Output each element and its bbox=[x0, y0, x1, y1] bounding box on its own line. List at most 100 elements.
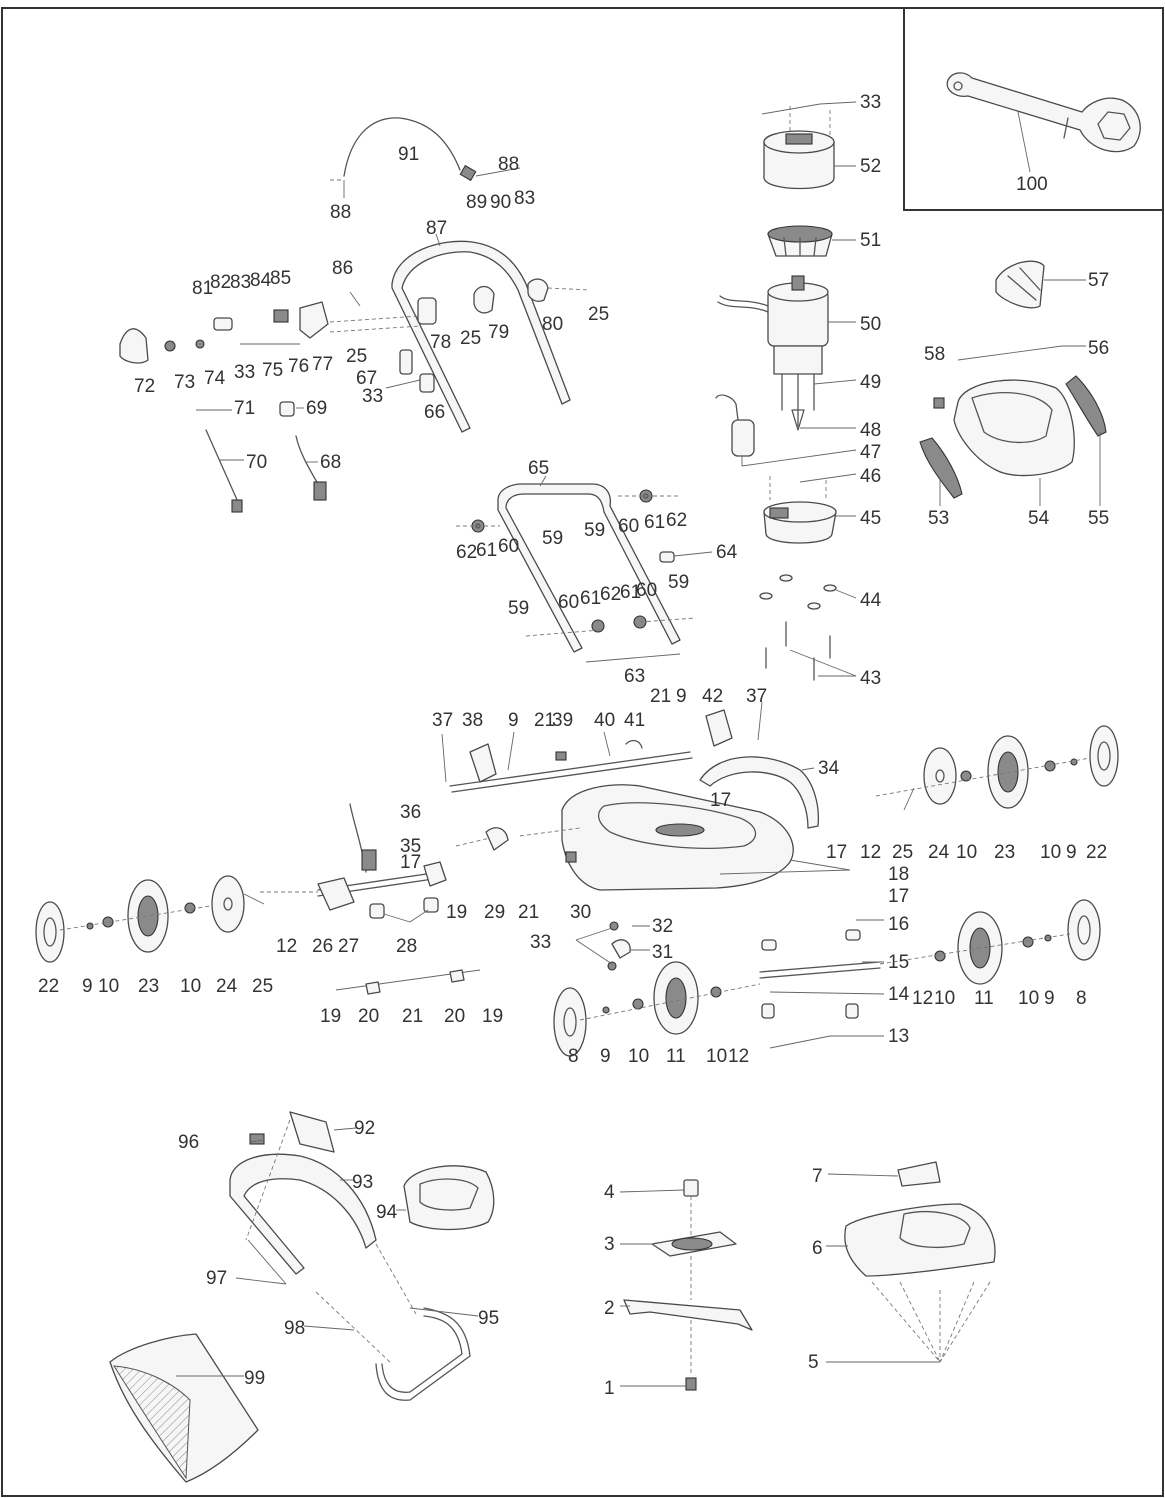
part-number-label: 25 bbox=[346, 346, 367, 367]
part-number-label: 46 bbox=[860, 466, 881, 487]
part-number-label: 50 bbox=[860, 314, 881, 335]
part-number-label: 36 bbox=[400, 802, 421, 823]
part-number-label: 77 bbox=[312, 354, 333, 375]
part-number-label: 23 bbox=[138, 976, 159, 997]
part-number-label: 41 bbox=[624, 710, 645, 731]
part-number-label: 88 bbox=[498, 154, 519, 175]
part-number-label: 25 bbox=[460, 328, 481, 349]
part-deck bbox=[561, 784, 851, 891]
part-number-label: 69 bbox=[306, 398, 327, 419]
part-number-label: 19 bbox=[446, 902, 467, 923]
part-number-label: 20 bbox=[358, 1006, 379, 1027]
part-number-label: 25 bbox=[892, 842, 913, 863]
part-number-label: 15 bbox=[888, 952, 909, 973]
part-front-wheel-right bbox=[879, 899, 1101, 985]
part-number-label: 33 bbox=[234, 362, 255, 383]
part-number-label: 51 bbox=[860, 230, 881, 251]
part-number-label: 10 bbox=[956, 842, 977, 863]
part-number-label: 17 bbox=[826, 842, 847, 863]
part-number-label: 12 bbox=[728, 1046, 749, 1067]
part-number-label: 48 bbox=[860, 420, 881, 441]
part-number-label: 88 bbox=[330, 202, 351, 223]
part-number-label: 62 bbox=[666, 510, 687, 531]
part-number-label: 87 bbox=[426, 218, 447, 239]
part-number-label: 59 bbox=[508, 598, 529, 619]
part-number-label: 10 bbox=[628, 1046, 649, 1067]
part-number-label: 37 bbox=[746, 686, 767, 707]
part-number-label: 19 bbox=[482, 1006, 503, 1027]
part-blade-assembly bbox=[619, 1179, 753, 1391]
part-number-label: 10 bbox=[98, 976, 119, 997]
part-number-label: 31 bbox=[652, 942, 673, 963]
part-number-label: 33 bbox=[530, 932, 551, 953]
part-number-label: 42 bbox=[702, 686, 723, 707]
part-power-cable bbox=[196, 401, 327, 513]
part-number-label: 68 bbox=[320, 452, 341, 473]
part-number-label: 9 bbox=[1044, 988, 1055, 1009]
part-number-label: 62 bbox=[600, 584, 621, 605]
part-number-label: 83 bbox=[514, 188, 535, 209]
part-number-label: 3 bbox=[604, 1234, 615, 1255]
part-number-label: 10 bbox=[1018, 988, 1039, 1009]
part-switch-box bbox=[119, 291, 421, 364]
part-rear-axle bbox=[260, 803, 447, 923]
part-number-label: 35 bbox=[400, 836, 421, 857]
part-number-label: 8 bbox=[568, 1046, 579, 1067]
part-number-label: 86 bbox=[332, 258, 353, 279]
part-number-label: 10 bbox=[180, 976, 201, 997]
part-number-label: 38 bbox=[462, 710, 483, 731]
part-bottom-clips bbox=[335, 969, 481, 995]
part-number-label: 60 bbox=[636, 580, 657, 601]
part-number-label: 54 bbox=[1028, 508, 1050, 529]
part-top-cover bbox=[919, 345, 1107, 506]
part-number-label: 76 bbox=[288, 356, 309, 377]
part-number-label: 18 bbox=[888, 864, 909, 885]
part-number-label: 10 bbox=[934, 988, 955, 1009]
part-number-label: 5 bbox=[808, 1352, 819, 1373]
part-number-label: 91 bbox=[398, 144, 419, 165]
part-cover-grille bbox=[995, 260, 1086, 309]
part-number-label: 89 bbox=[466, 192, 487, 213]
part-number-label: 59 bbox=[542, 528, 563, 549]
part-number-label: 96 bbox=[178, 1132, 199, 1153]
part-number-label: 62 bbox=[456, 542, 477, 563]
part-top-handle bbox=[391, 233, 571, 433]
part-number-label: 33 bbox=[362, 386, 383, 407]
part-washers-bolts bbox=[759, 574, 857, 681]
part-number-label: 9 bbox=[508, 710, 519, 731]
part-number-label: 45 bbox=[860, 508, 881, 529]
part-number-label: 28 bbox=[396, 936, 417, 957]
part-mulch-plug bbox=[396, 1165, 495, 1231]
part-number-label: 9 bbox=[600, 1046, 611, 1067]
part-number-label: 60 bbox=[618, 516, 639, 537]
part-number-label: 1 bbox=[604, 1378, 615, 1399]
part-number-label: 99 bbox=[244, 1368, 265, 1389]
part-number-label: 21 bbox=[518, 902, 539, 923]
part-number-label: 17 bbox=[710, 790, 731, 811]
part-number-label: 61 bbox=[476, 540, 497, 561]
part-number-label: 60 bbox=[498, 536, 519, 557]
part-number-label: 60 bbox=[558, 592, 579, 613]
part-number-label: 12 bbox=[860, 842, 881, 863]
part-number-label: 43 bbox=[860, 668, 881, 689]
part-number-label: 93 bbox=[352, 1172, 373, 1193]
part-number-label: 20 bbox=[444, 1006, 465, 1027]
part-number-label: 24 bbox=[216, 976, 238, 997]
part-number-label: 23 bbox=[994, 842, 1015, 863]
part-motor-fan bbox=[767, 225, 856, 257]
part-number-label: 4 bbox=[604, 1182, 615, 1203]
part-number-label: 12 bbox=[276, 936, 297, 957]
part-number-label: 6 bbox=[812, 1238, 823, 1259]
part-rear-wheel-right bbox=[875, 725, 1119, 811]
part-bag-rod bbox=[441, 701, 763, 793]
part-number-label: 24 bbox=[928, 842, 950, 863]
part-number-label: 61 bbox=[644, 512, 665, 533]
part-number-label: 66 bbox=[424, 402, 445, 423]
part-number-label: 26 bbox=[312, 936, 333, 957]
part-number-label: 47 bbox=[860, 442, 881, 463]
part-number-label: 94 bbox=[376, 1202, 398, 1223]
part-handle-clamps bbox=[385, 278, 591, 393]
part-number-label: 100 bbox=[1016, 174, 1048, 195]
part-number-label: 22 bbox=[38, 976, 59, 997]
part-number-label: 82 bbox=[210, 272, 231, 293]
